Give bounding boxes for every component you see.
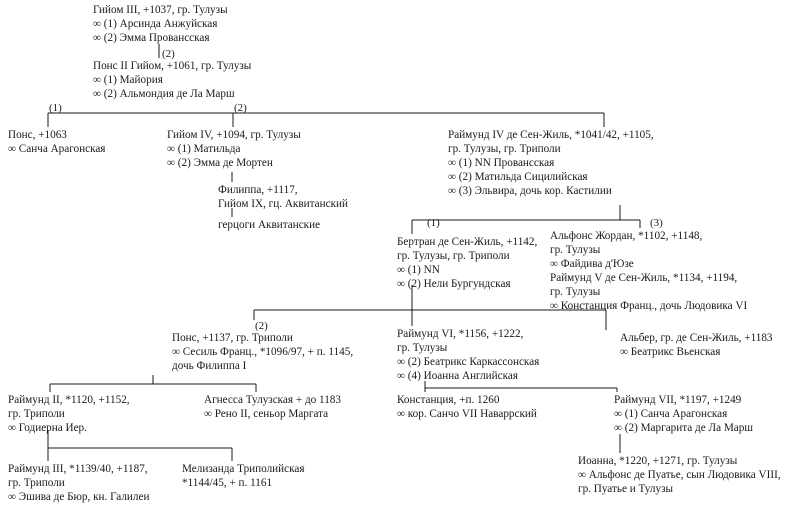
person-alphonse-line: ∞ Констанция Франц., дочь Людовика VI bbox=[550, 300, 748, 312]
person-guillaume4-line: ∞ (1) Матильда bbox=[167, 143, 241, 155]
person-alphonse-line: гр. Тулузы bbox=[550, 244, 601, 256]
person-bertrand-line: ∞ (2) Нели Бургундская bbox=[397, 278, 511, 290]
person-raymond6-line: ∞ (2) Беатрикс Каркассонская bbox=[397, 356, 540, 368]
person-raymond3-line: гр. Триполи bbox=[8, 477, 65, 489]
marriage-label-pons1137: (2) bbox=[255, 320, 268, 332]
person-raymond4-line: Раймунд IV де Сен-Жиль, *1041/42, +1105, bbox=[448, 129, 654, 141]
person-pons1063: Понс, +1063 ∞ Санча Арагонская bbox=[8, 128, 105, 156]
person-jeanne-line: ∞ Альфонс де Пуатье, сын Людовика VIII, bbox=[578, 469, 781, 481]
person-agnes: Агнесса Тулузская + до 1183 ∞ Рено II, се… bbox=[204, 393, 341, 421]
person-aquitaine: герцоги Аквитанские bbox=[218, 218, 320, 232]
person-raymond2-line: Раймунд II, *1120, +1152, bbox=[8, 394, 130, 406]
person-raymond7-line: Раймунд VII, *1197, +1249 bbox=[614, 394, 742, 406]
person-raymond2-line: ∞ Годиерна Иер. bbox=[8, 422, 87, 434]
person-philippa: Филиппа, +1117, Гийом IX, гц. Аквитанский bbox=[218, 183, 348, 211]
person-raymond4: Раймунд IV де Сен-Жиль, *1041/42, +1105,… bbox=[448, 128, 654, 198]
person-pons1063-line: ∞ Санча Арагонская bbox=[8, 143, 106, 155]
person-raymond4-line: ∞ (3) Эльвира, дочь кор. Кастилии bbox=[448, 185, 612, 197]
person-jeanne-line: Иоанна, *1220, +1271, гр. Тулузы bbox=[578, 455, 738, 467]
person-melisende-line: Мелизанда Триполийская bbox=[182, 463, 305, 475]
person-bertrand-line: гр. Тулузы, гр. Триполи bbox=[397, 250, 510, 262]
person-melisende-line: *1144/45, + п. 1161 bbox=[182, 477, 273, 489]
person-pons1137-line: ∞ Сесиль Франц., *1096/97, + п. 1145, bbox=[172, 346, 354, 358]
person-constance-line: ∞ кор. Санчо VII Наваррский bbox=[397, 408, 537, 420]
person-raymond3: Раймунд III, *1139/40, +1187, гр. Триполи… bbox=[8, 462, 149, 504]
person-bertrand: Бертран де Сен-Жиль, +1142, гр. Тулузы, г… bbox=[397, 235, 537, 291]
person-pons2-line: ∞ (2) Альмондия де Ла Марш bbox=[93, 88, 235, 100]
person-raymond6: Раймунд VI, *1156, +1222, гр. Тулузы ∞ (2)… bbox=[397, 327, 539, 383]
person-raymond7-line: ∞ (2) Маргарита де Ла Марш bbox=[614, 422, 753, 434]
person-guillaume4-line: Гийом IV, +1094, гр. Тулузы bbox=[167, 129, 301, 141]
person-pons2-line: Понс II Гийом, +1061, гр. Тулузы bbox=[93, 60, 252, 72]
person-bertrand-line: Бертран де Сен-Жиль, +1142, bbox=[397, 236, 538, 248]
person-guillaume4: Гийом IV, +1094, гр. Тулузы ∞ (1) Матильд… bbox=[167, 128, 301, 170]
person-jeanne-line: гр. Пуатье и Тулузы bbox=[578, 483, 674, 495]
person-raymond7: Раймунд VII, *1197, +1249 ∞ (1) Санча Ара… bbox=[614, 393, 753, 435]
person-constance-line: Констанция, +п. 1260 bbox=[397, 394, 500, 406]
person-raymond6-line: Раймунд VI, *1156, +1222, bbox=[397, 328, 524, 340]
person-raymond7-line: ∞ (1) Санча Арагонская bbox=[614, 408, 728, 420]
person-alphonse-line: Раймунд V де Сен-Жиль, *1134, +1194, bbox=[550, 272, 738, 284]
marriage-label-alphonse: (3) bbox=[650, 217, 663, 229]
person-guillaume4-line: ∞ (2) Эмма де Мортен bbox=[167, 157, 273, 169]
person-pons2-line: ∞ (1) Майория bbox=[93, 74, 163, 86]
person-constance: Констанция, +п. 1260 ∞ кор. Санчо VII Нав… bbox=[397, 393, 537, 421]
person-alphonse-line: Альфонс Жордан, *1102, +1148, bbox=[550, 230, 703, 242]
person-raymond2-line: гр. Триполи bbox=[8, 408, 65, 420]
marriage-label-guillaume4: (2) bbox=[234, 102, 247, 114]
marriage-label-pons1063: (1) bbox=[49, 102, 62, 114]
person-alphonse: Альфонс Жордан, *1102, +1148, гр. Тулузы ∞… bbox=[550, 229, 747, 313]
person-raymond4-line: ∞ (1) NN Провансская bbox=[448, 157, 555, 169]
person-raymond4-line: ∞ (2) Матильда Сицилийская bbox=[448, 171, 588, 183]
person-pons1137-line: дочь Филиппа I bbox=[172, 360, 247, 372]
person-raymond3-line: Раймунд III, *1139/40, +1187, bbox=[8, 463, 148, 475]
person-pons1137: Понс, +1137, гр. Триполи ∞ Сесиль Франц.,… bbox=[172, 331, 353, 373]
person-raymond6-line: гр. Тулузы bbox=[397, 342, 448, 354]
person-aquitaine-line: герцоги Аквитанские bbox=[218, 219, 321, 231]
person-albert-line: ∞ Беатрикс Вьенская bbox=[620, 346, 721, 358]
person-agnes-line: Агнесса Тулузская + до 1183 bbox=[204, 394, 341, 406]
person-agnes-line: ∞ Рено II, сеньор Маргата bbox=[204, 408, 329, 420]
person-raymond6-line: ∞ (4) Иоанна Английская bbox=[397, 370, 518, 382]
person-raymond3-line: ∞ Эшива де Бюр, кн. Галилеи bbox=[8, 491, 150, 503]
marriage-label-pons2: (2) bbox=[162, 48, 175, 60]
person-alphonse-line: ∞ Файдива д'Юзе bbox=[550, 258, 634, 270]
person-jeanne: Иоанна, *1220, +1271, гр. Тулузы ∞ Альфон… bbox=[578, 454, 781, 496]
person-guillaume3-line: Гийом III, +1037, гр. Тулузы bbox=[93, 4, 228, 16]
person-alphonse-line: гр. Тулузы bbox=[550, 286, 601, 298]
person-melisende: Мелизанда Триполийская *1144/45, + п. 116… bbox=[182, 462, 304, 490]
person-raymond4-line: гр. Тулузы, гр. Триполи bbox=[448, 143, 561, 155]
person-guillaume3: Гийом III, +1037, гр. Тулузы ∞ (1) Арсинд… bbox=[93, 3, 228, 45]
person-philippa-line: Гийом IX, гц. Аквитанский bbox=[218, 198, 348, 210]
person-guillaume3-line: ∞ (2) Эмма Провансская bbox=[93, 32, 210, 44]
person-pons1063-line: Понс, +1063 bbox=[8, 129, 67, 141]
person-philippa-line: Филиппа, +1117, bbox=[218, 184, 298, 196]
marriage-label-bertrand: (1) bbox=[427, 217, 440, 229]
person-albert: Альбер, гр. де Сен-Жиль, +1183 ∞ Беатрикс… bbox=[620, 331, 773, 359]
person-bertrand-line: ∞ (1) NN bbox=[397, 264, 440, 276]
person-pons2: Понс II Гийом, +1061, гр. Тулузы ∞ (1) Ма… bbox=[93, 59, 251, 101]
person-raymond2: Раймунд II, *1120, +1152, гр. Триполи ∞ Го… bbox=[8, 393, 130, 435]
person-guillaume3-line: ∞ (1) Арсинда Анжуйская bbox=[93, 18, 218, 30]
person-albert-line: Альбер, гр. де Сен-Жиль, +1183 bbox=[620, 332, 773, 344]
person-pons1137-line: Понс, +1137, гр. Триполи bbox=[172, 332, 293, 344]
